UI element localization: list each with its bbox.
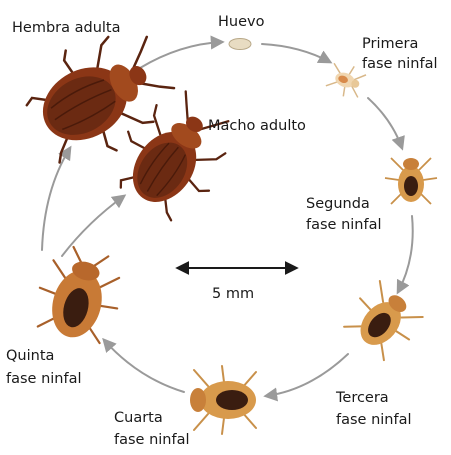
egg-image	[228, 38, 252, 50]
label-adult-female: Hembra adulta	[12, 20, 121, 36]
arrow-first-to-second-nymph	[367, 97, 405, 151]
label-fourth-nymph-line-1: Cuarta	[114, 410, 163, 426]
label-fourth-nymph-line-2: fase ninfal	[114, 432, 190, 448]
label-fifth-nymph-line-1: Quinta	[6, 348, 54, 364]
adult-male-bedbug-image	[119, 90, 230, 222]
third-nymph-stage-image	[343, 280, 424, 362]
label-first-nymph-line-1: Primera	[362, 36, 418, 52]
label-second-nymph-line-1: Segunda	[306, 196, 370, 212]
label-third-nymph-line-2: fase ninfal	[336, 412, 412, 428]
fifth-nymph-stage-image	[36, 245, 121, 345]
arrow-fifth-to-female	[41, 145, 72, 251]
cycle-arrows	[41, 35, 414, 402]
arrow-female-to-egg	[139, 35, 225, 69]
arrow-fifth-to-male	[61, 194, 127, 257]
scale-bar-label: 5 mm	[212, 286, 254, 302]
label-fifth-nymph-line-2: fase ninfal	[6, 371, 82, 387]
label-second-nymph-line-2: fase ninfal	[306, 217, 382, 233]
first-nymph-stage-image	[325, 62, 367, 98]
label-adult-male: Macho adulto	[208, 118, 306, 134]
arrow-fourth-to-fifth-nymph	[102, 337, 185, 393]
adult-female-bedbug-image	[25, 35, 176, 164]
arrow-egg-to-first-nymph	[261, 43, 333, 64]
arrow-second-to-third-nymph	[396, 215, 414, 295]
label-third-nymph-line-1: Tercera	[335, 390, 389, 406]
arrow-third-to-fourth-nymph	[263, 353, 349, 402]
second-nymph-stage-image	[384, 157, 438, 205]
label-egg: Huevo	[218, 14, 265, 30]
fourth-nymph-stage-image	[190, 365, 257, 435]
label-first-nymph-line-2: fase ninfal	[362, 56, 438, 72]
